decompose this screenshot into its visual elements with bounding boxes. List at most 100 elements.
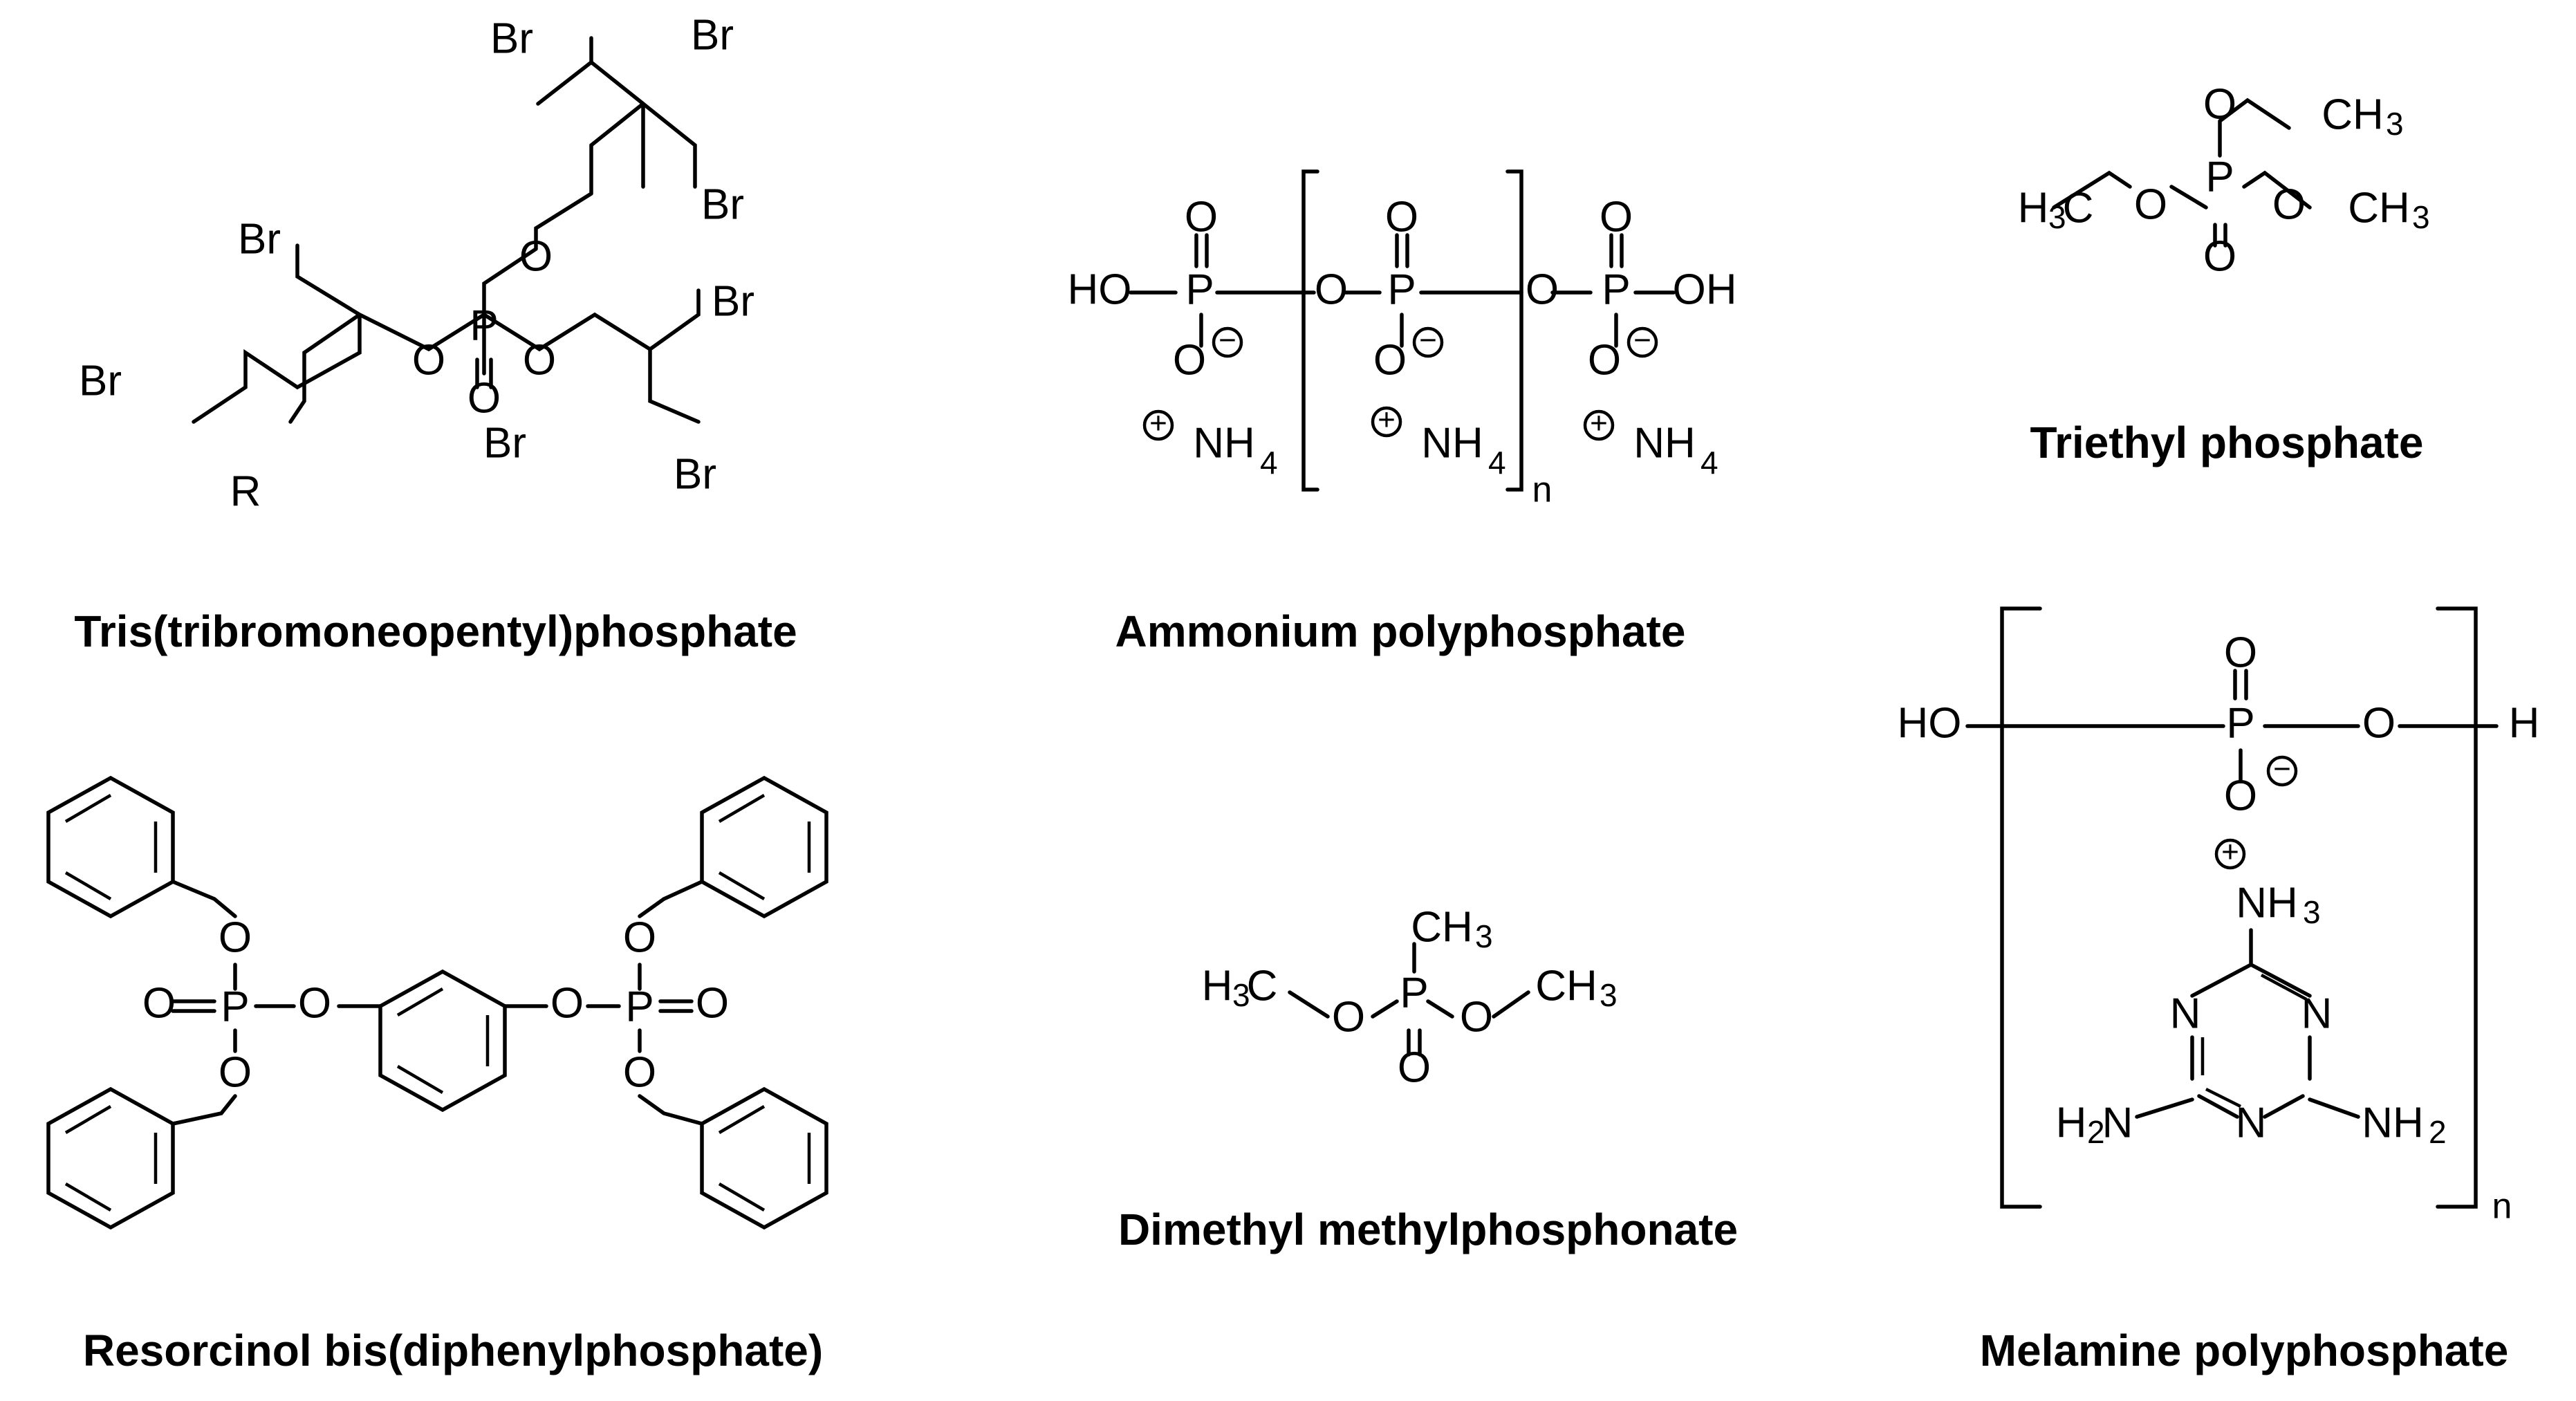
caption-rdp: Resorcinol bis(diphenylphosphate) [83,1326,823,1375]
atom-o: O [219,913,252,961]
atom-ch: CH [1535,962,1597,1010]
atom-o: O [2203,232,2236,280]
atom-ch: CH [2322,91,2384,138]
atom-o: O [2203,80,2236,128]
atom-p: P [221,983,249,1030]
atom-n: N [2301,990,2333,1037]
subscript: 3 [2048,199,2066,235]
atom-o: O [1460,993,1493,1041]
atom-c: C [1247,962,1278,1010]
atom-o: O [1398,1043,1431,1091]
atom-br: Br [238,215,281,263]
atom-ch: CH [1411,903,1473,951]
atom-br: Br [691,11,734,59]
atom-c: C [2063,184,2094,232]
charge-minus: − [1633,324,1651,358]
subscript: 3 [1475,918,1493,954]
atom-h: H [2509,699,2540,747]
atom-nh: NH [1633,419,1696,467]
atom-nh: NH [2362,1099,2424,1147]
structure-rdp: O O P O O O O P O O [46,775,828,1230]
structure-tep: H 3 C O P O O O CH 3 CH 3 [2018,80,2430,280]
atom-br: Br [712,277,754,325]
atom-n: N [2236,1099,2267,1147]
charge-minus: − [1218,324,1236,358]
atom-p: P [1602,266,1630,313]
atom-o: O [696,979,729,1027]
atom-ho: HO [1068,266,1132,313]
caption-dmmp: Dimethyl methylphosphonate [1118,1205,1738,1254]
repeat-n: n [2492,1187,2512,1227]
caption-tep: Triethyl phosphate [2030,418,2424,467]
subscript: 4 [1488,445,1506,481]
atom-n: N [2170,990,2201,1037]
subscript: 2 [2087,1114,2105,1150]
charge-plus: + [1590,407,1608,440]
structure-tbnpp: Br Br Br O Br Br P O O O Br Br Br R [79,11,754,515]
atom-r: R [230,467,261,515]
subscript: 2 [2429,1114,2447,1150]
atom-o: O [623,1048,656,1096]
subscript: 3 [2386,106,2404,142]
atom-h: H [2018,184,2049,232]
atom-o: O [519,232,553,280]
subscript: 3 [2303,894,2321,930]
atom-nh: NH [2236,879,2298,927]
atom-o: O [1332,993,1365,1041]
atom-o: O [2272,180,2306,228]
subscript: 3 [2412,199,2430,235]
atom-o: O [1588,336,1621,384]
atom-o: O [142,979,176,1027]
caption-tbnpp: Tris(tribromoneopentyl)phosphate [74,606,797,656]
atom-p: P [470,301,498,349]
atom-o: O [219,1048,252,1096]
atom-h: H [1202,962,1233,1010]
repeat-n: n [1532,470,1553,510]
structure-app: HO P O O − O P O O − O P O OH O − + NH 4… [1068,169,1737,510]
charge-plus: + [2221,835,2239,869]
atom-n: N [2102,1099,2133,1147]
structure-dmmp: H 3 C O P CH 3 O O CH 3 [1202,903,1618,1091]
caption-app: Ammonium polyphosphate [1115,606,1686,656]
atom-o: O [467,374,501,422]
atom-p: P [1387,266,1416,313]
atom-o: O [1526,266,1559,313]
atom-h: H [2056,1099,2087,1147]
atom-p: P [625,983,654,1030]
atom-o: O [1315,266,1348,313]
atom-o: O [2362,699,2396,747]
atom-oh: OH [1673,266,1737,313]
atom-br: Br [79,357,122,405]
atom-o: O [523,336,556,384]
atom-o: O [550,979,584,1027]
atom-o: O [1185,193,1218,241]
atom-o: O [412,336,445,384]
caption-mpp: Melamine polyphosphate [1980,1326,2509,1375]
atom-o: O [1173,336,1206,384]
atom-p: P [1400,969,1428,1017]
subscript: 4 [1260,445,1278,481]
atom-o: O [2224,629,2257,676]
atom-br: Br [701,180,744,228]
subscript: 4 [1701,445,1718,481]
atom-o: O [1385,193,1418,241]
charge-plus: + [1149,407,1167,440]
subscript: 3 [1600,977,1618,1013]
atom-nh: NH [1421,419,1483,467]
atom-o: O [623,913,656,961]
atom-p: P [1185,266,1214,313]
atom-p: P [2205,153,2234,201]
atom-ch: CH [2348,184,2410,232]
atom-o: O [2224,772,2257,819]
atom-ho: HO [1898,699,1962,747]
atom-o: O [298,979,331,1027]
atom-o: O [1600,193,1633,241]
subscript: 3 [1232,977,1250,1013]
charge-plus: + [1378,403,1396,437]
charge-minus: − [2273,752,2291,786]
charge-minus: − [1419,324,1437,358]
atom-br: Br [483,419,526,467]
atom-o: O [1373,336,1407,384]
structure-mpp: HO P O O H O − + NH 3 N N N H 2 N NH 2 n [1898,606,2540,1227]
